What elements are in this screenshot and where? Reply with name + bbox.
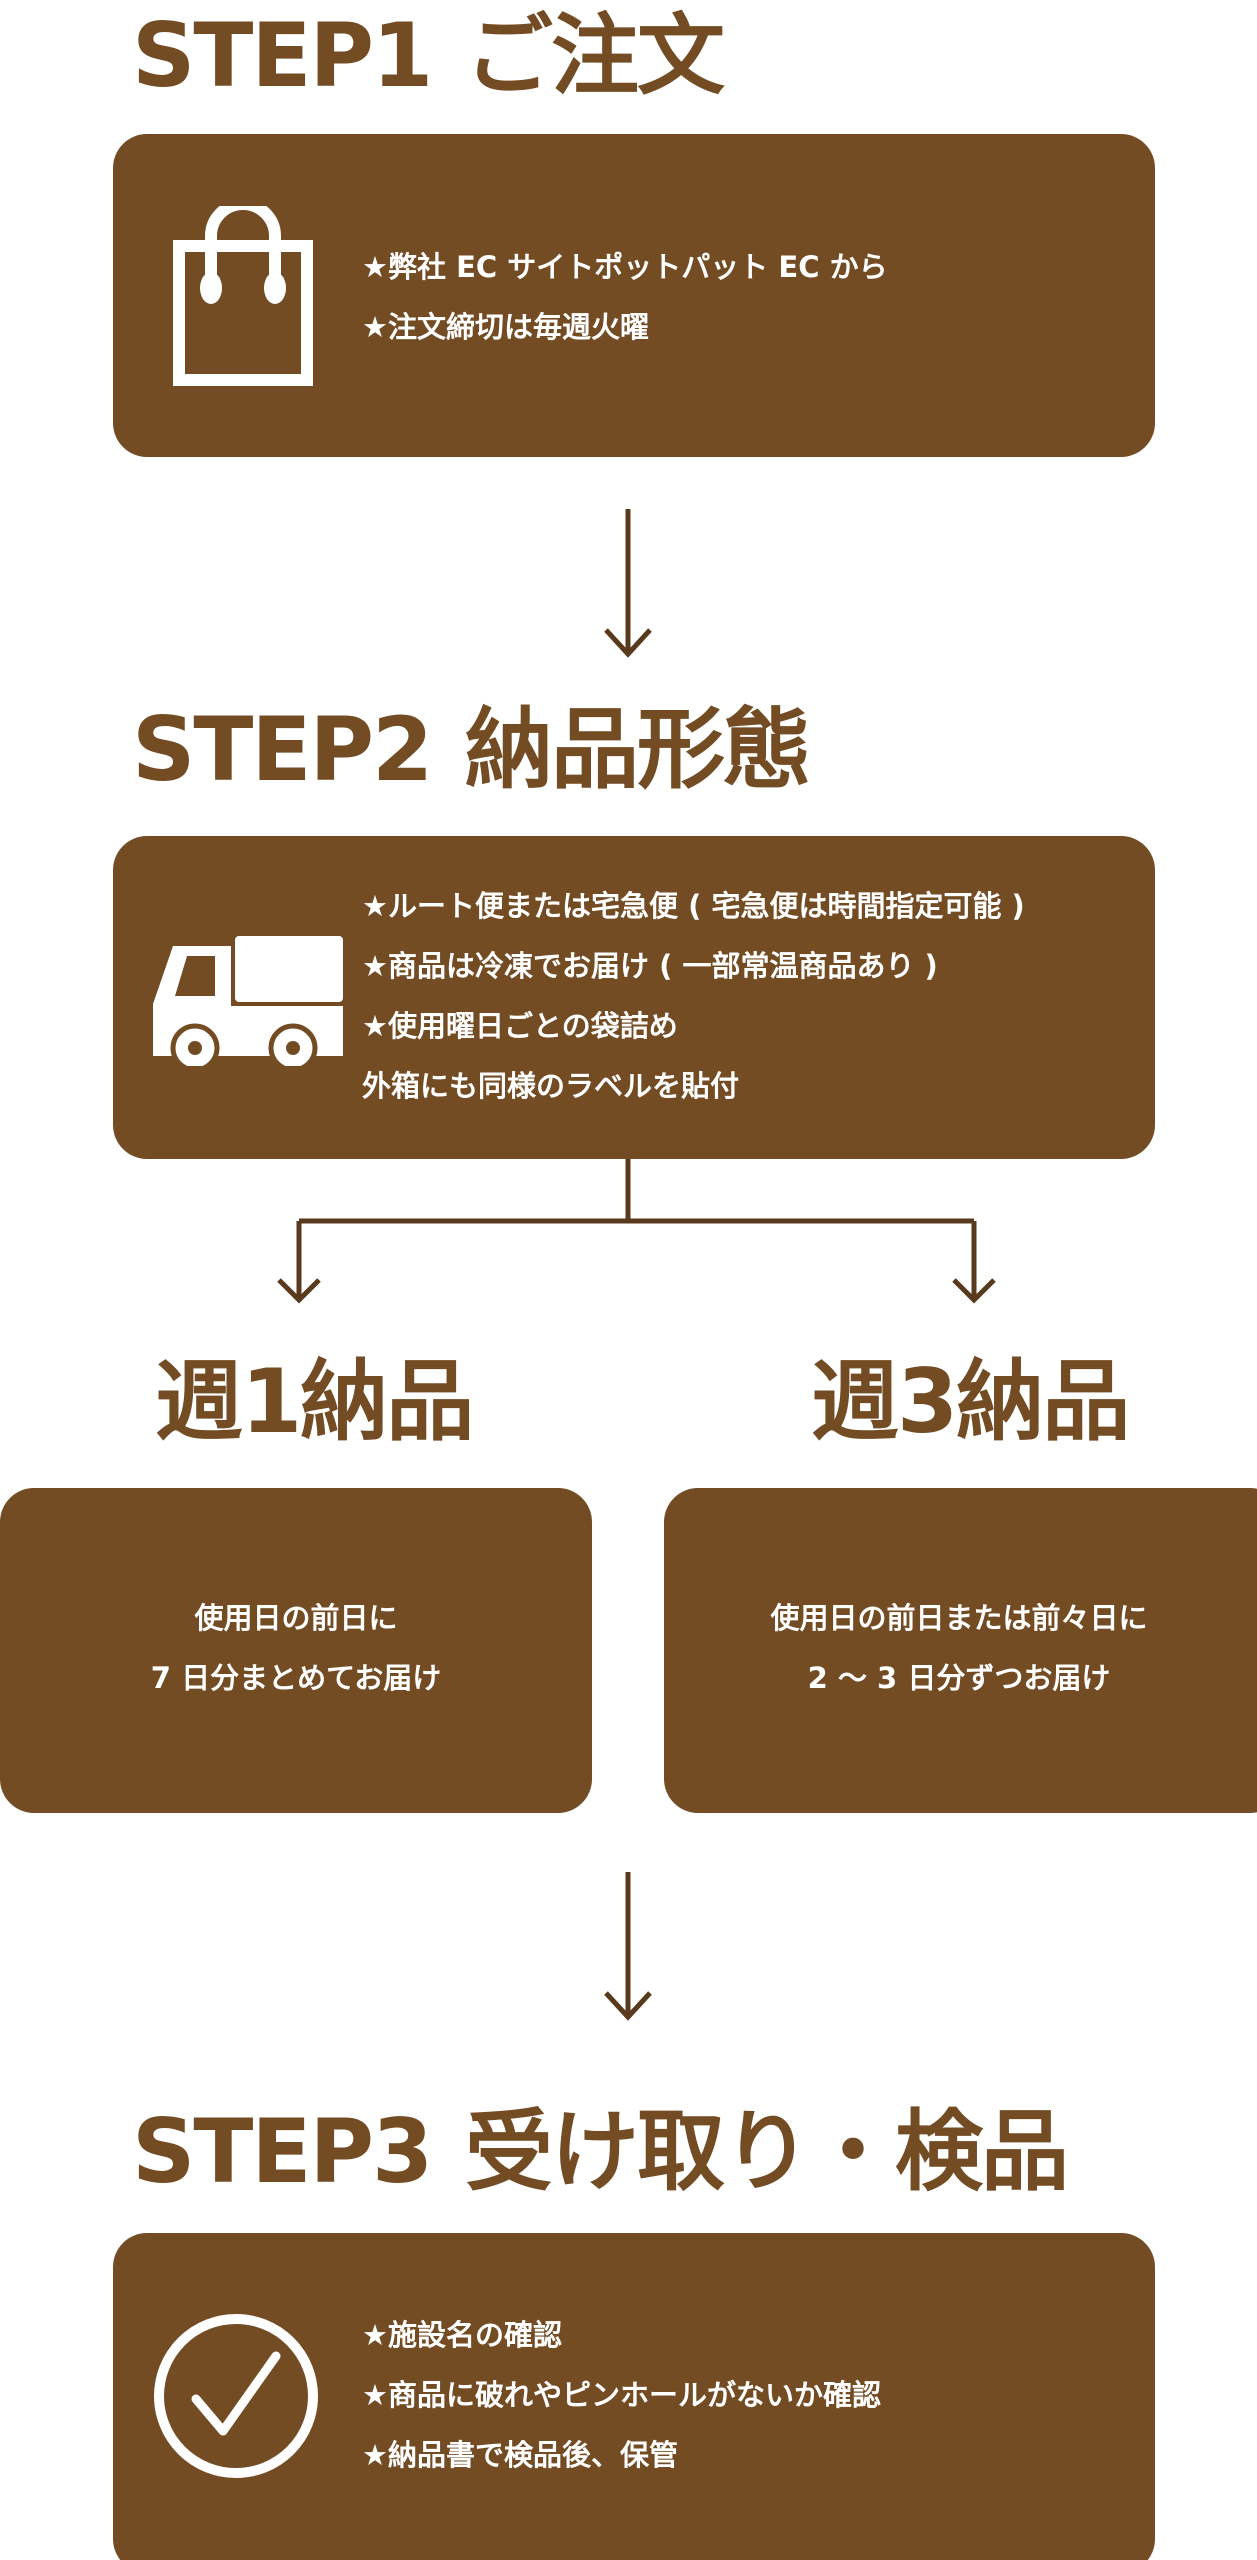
step3-heading: STEP3 受け取り・検品: [132, 2100, 1069, 2203]
step3-label: STEP3: [132, 2100, 433, 2203]
shopping-bag-icon: [173, 206, 313, 386]
arrow-step1-to-step2: [604, 509, 652, 658]
step3-line: ★施設名の確認: [362, 2318, 562, 2352]
step1-title: ご注文: [465, 4, 725, 107]
step3-line: ★商品に破れやピンホールがないか確認: [362, 2378, 881, 2412]
step1-heading: STEP1 ご注文: [132, 4, 725, 107]
step2-heading: STEP2 納品形態: [132, 698, 811, 801]
arrow-to-step3: [604, 1872, 652, 2021]
weekly1-card: 使用日の前日に 7 日分まとめてお届け: [0, 1488, 592, 1813]
step1-label: STEP1: [132, 4, 433, 107]
step3-text: ★施設名の確認 ★商品に破れやピンホールがないか確認 ★納品書で検品後、保管: [362, 2305, 881, 2485]
step3-title: 受け取り・検品: [465, 2100, 1069, 2203]
step1-line: ★弊社 EC サイトポットパット EC から: [362, 250, 888, 284]
truck-icon: [153, 936, 343, 1066]
step1-card: ★弊社 EC サイトポットパット EC から ★注文締切は毎週火曜: [113, 134, 1155, 457]
checkmark-circle-icon: [154, 2314, 318, 2478]
step2-card: ★ルート便または宅急便 ( 宅急便は時間指定可能 ) ★商品は冷凍でお届け ( …: [113, 836, 1155, 1159]
weekly1-title: 週1納品: [155, 1350, 474, 1453]
step2-text: ★ルート便または宅急便 ( 宅急便は時間指定可能 ) ★商品は冷凍でお届け ( …: [362, 876, 1025, 1116]
step1-line: ★注文締切は毎週火曜: [362, 310, 649, 344]
weekly3-card: 使用日の前日または前々日に 2 〜 3 日分ずつお届け: [664, 1488, 1257, 1813]
weekly1-line: 使用日の前日に: [194, 1601, 398, 1635]
step3-line: ★納品書で検品後、保管: [362, 2438, 678, 2472]
weekly1-text: 使用日の前日に 7 日分まとめてお届け: [0, 1588, 592, 1708]
step3-card: ★施設名の確認 ★商品に破れやピンホールがないか確認 ★納品書で検品後、保管: [113, 2233, 1155, 2560]
step2-title: 納品形態: [465, 698, 811, 801]
step2-line: ★ルート便または宅急便 ( 宅急便は時間指定可能 ): [362, 889, 1025, 923]
branch-connector: [277, 1159, 996, 1304]
step2-line: 外箱にも同様のラベルを貼付: [362, 1069, 740, 1103]
step2-line: ★商品は冷凍でお届け ( 一部常温商品あり ): [362, 949, 938, 983]
step1-text: ★弊社 EC サイトポットパット EC から ★注文締切は毎週火曜: [362, 237, 888, 357]
weekly3-line: 使用日の前日または前々日に: [770, 1601, 1148, 1635]
step2-line: ★使用曜日ごとの袋詰め: [362, 1009, 678, 1043]
step2-label: STEP2: [132, 698, 433, 801]
weekly3-text: 使用日の前日または前々日に 2 〜 3 日分ずつお届け: [664, 1588, 1254, 1708]
weekly1-line: 7 日分まとめてお届け: [150, 1661, 442, 1695]
weekly3-line: 2 〜 3 日分ずつお届け: [807, 1661, 1111, 1695]
weekly3-title: 週3納品: [811, 1350, 1130, 1453]
